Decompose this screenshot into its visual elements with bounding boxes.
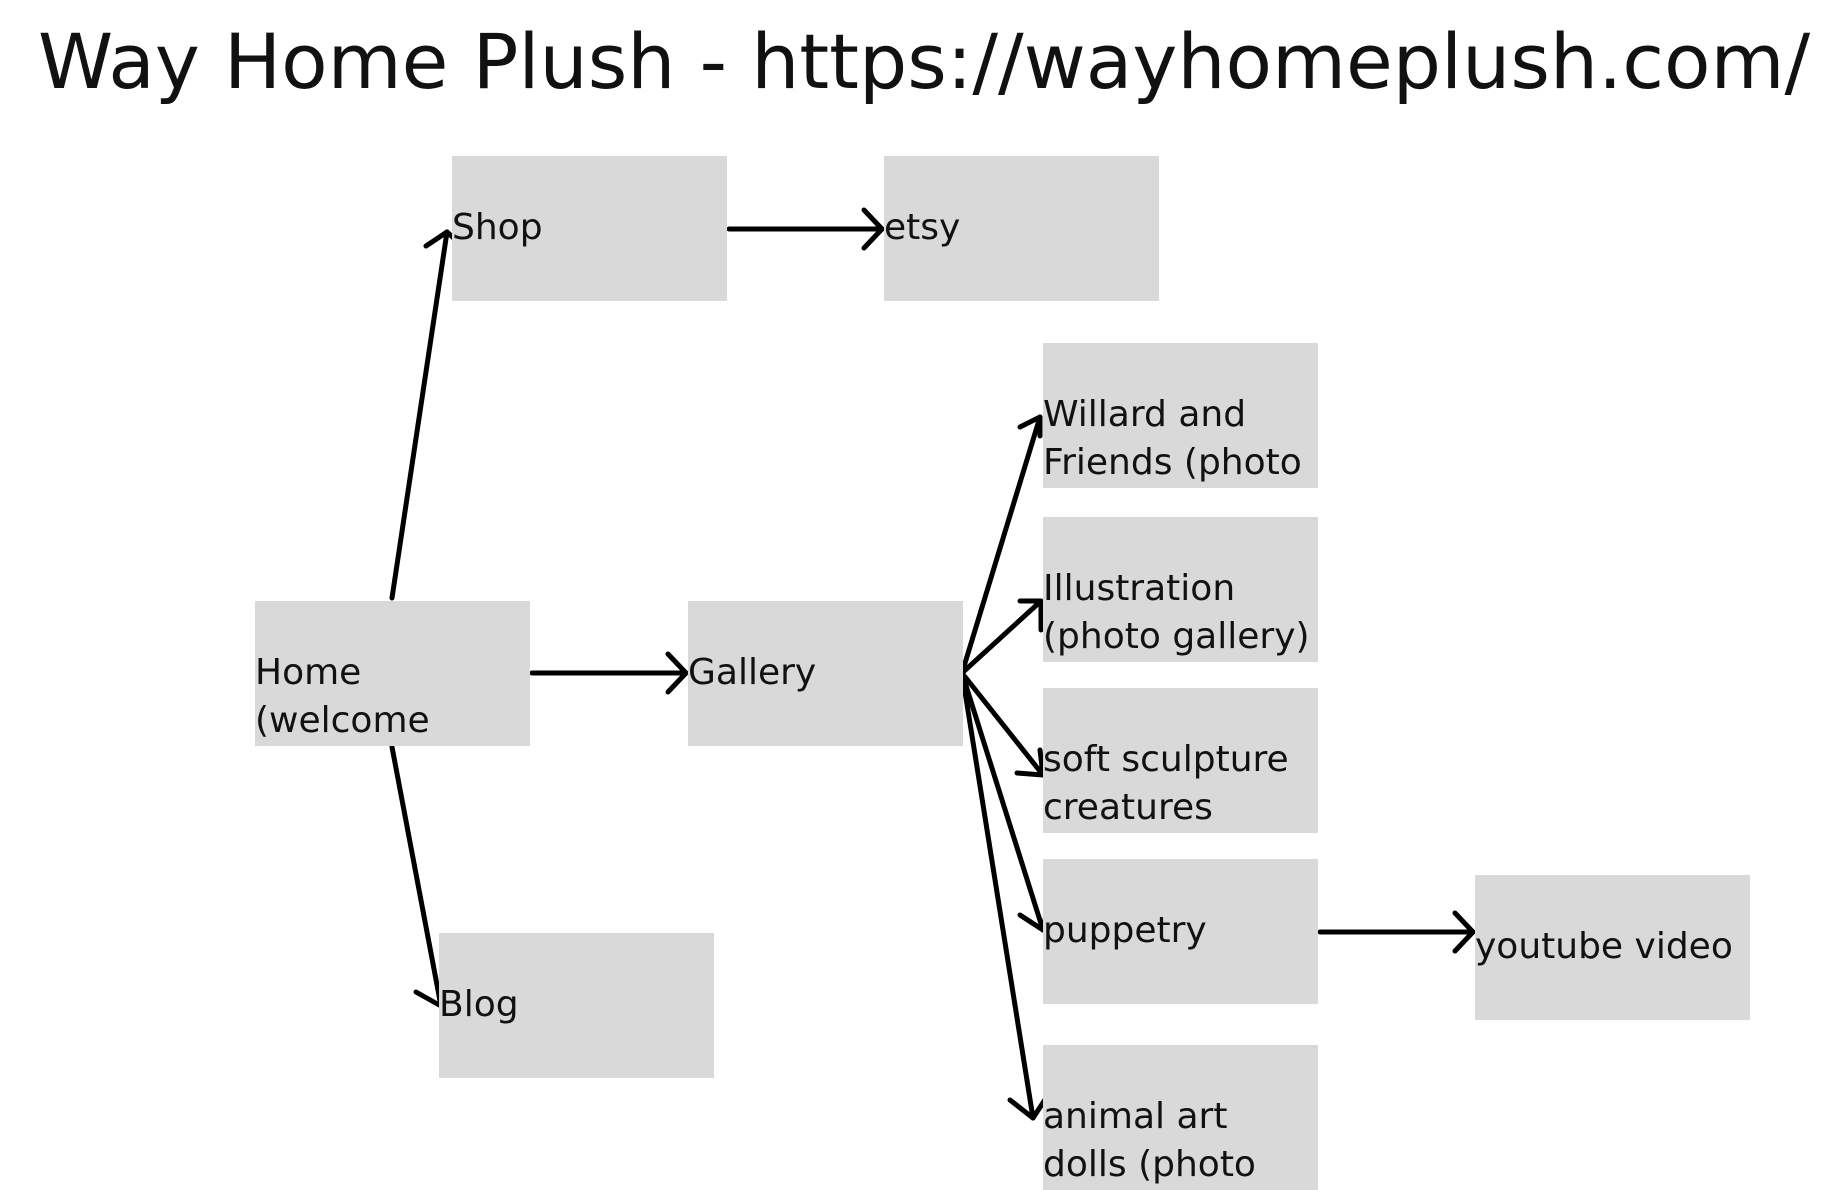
node-youtube-video: youtube video [1475,875,1750,1020]
edge-gallery-to-illustration [959,598,1044,676]
node-gallery-label: Gallery [688,652,817,693]
node-animal-art-dolls-label: animal art dolls (photo gallery) [1043,1096,1256,1185]
node-willard-and-friends: Willard and Friends (photo gallery) [1043,343,1318,488]
diagram-title: Way Home Plush - https://wayhomeplush.co… [38,17,1811,106]
edge-home-to-gallery [529,651,689,695]
node-animal-art-dolls: animal art dolls (photo gallery) [1043,1045,1318,1190]
node-blog-label: Blog [439,984,519,1025]
node-soft-sculpture: soft sculpture creatures (photo gallery) [1043,688,1318,833]
node-shop: Shop [452,156,727,301]
node-blog: Blog [439,933,714,1078]
edge-shop-to-etsy [726,207,885,251]
node-youtube-video-label: youtube video [1475,926,1733,967]
node-puppetry: puppetry [1043,859,1318,1004]
node-puppetry-label: puppetry [1043,910,1207,951]
edge-puppetry-to-youtube [1317,910,1476,954]
node-illustration: Illustration (photo gallery) [1043,517,1318,662]
node-etsy: etsy [884,156,1159,301]
node-illustration-label: Illustration (photo gallery) [1043,568,1310,657]
node-etsy-label: etsy [884,207,961,248]
node-gallery: Gallery [688,601,963,746]
edge-gallery-to-animal-art [959,670,1051,1121]
node-home: Home (welcome page) [255,601,530,746]
node-shop-label: Shop [452,207,543,248]
node-willard-and-friends-label: Willard and Friends (photo gallery) [1043,394,1302,483]
node-home-label: Home (welcome page) [255,652,430,741]
edge-gallery-to-puppetry [959,670,1051,933]
edge-gallery-to-willard [959,414,1043,676]
node-soft-sculpture-label: soft sculpture creatures (photo gallery) [1043,739,1289,828]
